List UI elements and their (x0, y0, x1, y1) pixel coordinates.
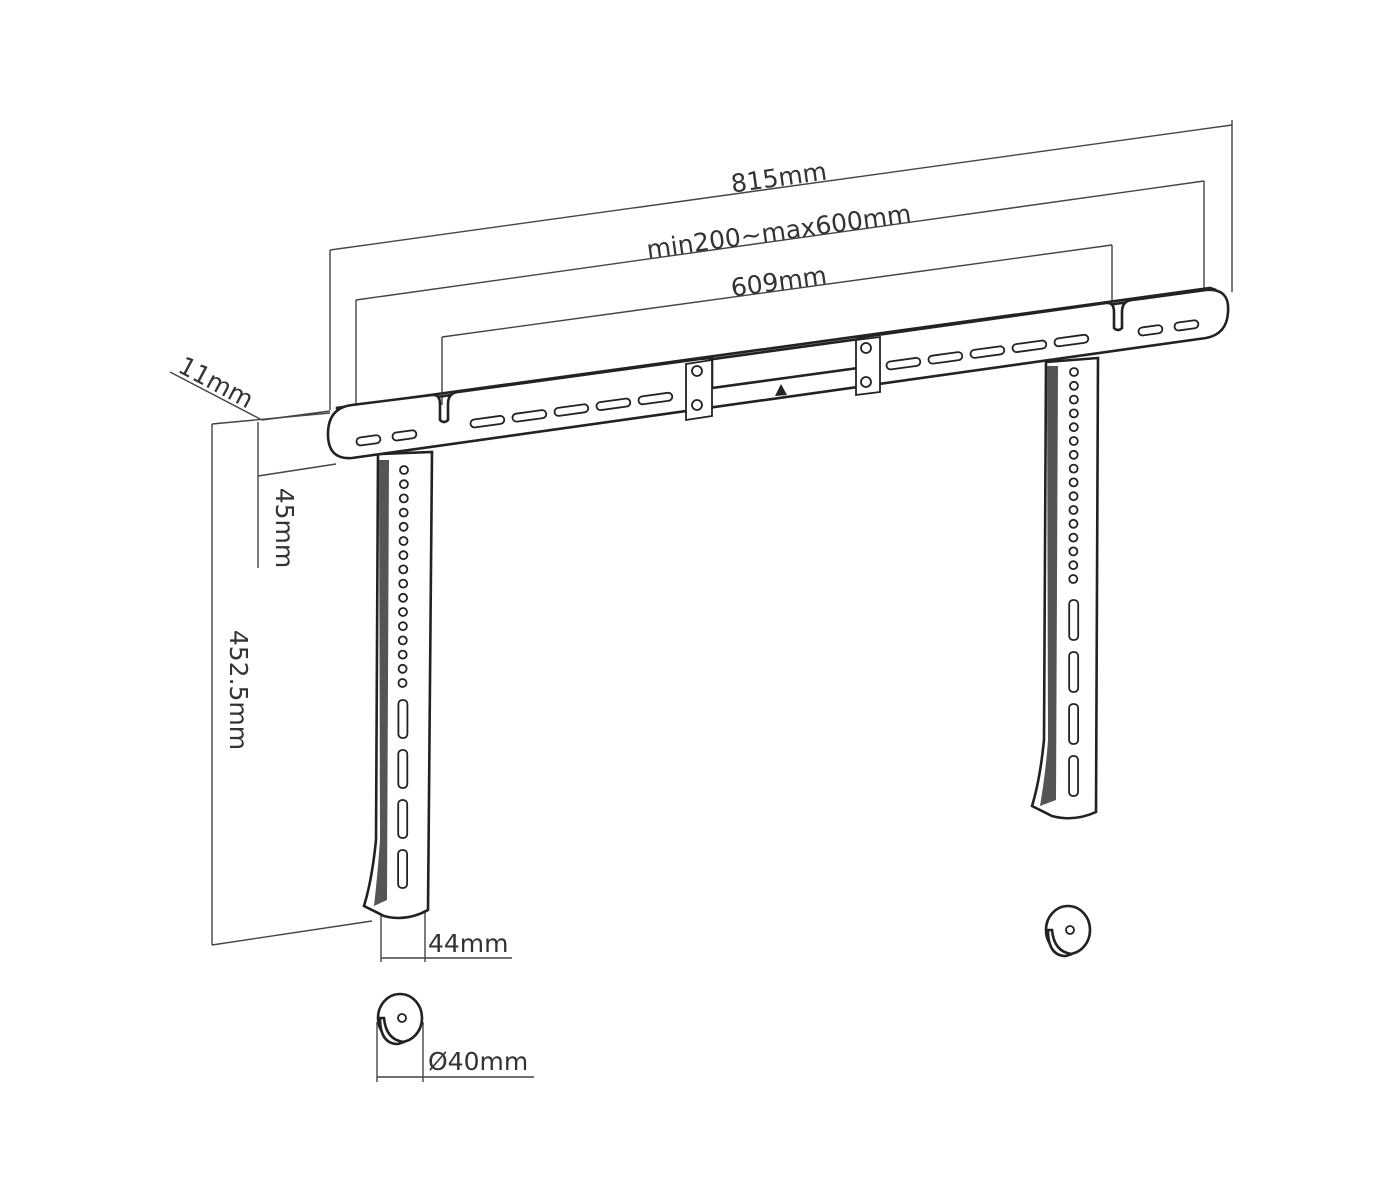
arm-slot (397, 749, 409, 789)
bar-slot (1053, 333, 1090, 348)
spacer-left (376, 992, 424, 1046)
bar-slot (595, 397, 632, 411)
depth-label: 11mm (174, 351, 259, 414)
arm-hole (398, 521, 409, 532)
adjustable-range-label: min200~max600mm (645, 199, 913, 264)
arm-slot (397, 699, 409, 739)
bar-slot (969, 345, 1006, 359)
center-width-label: 609mm (729, 261, 829, 303)
dimension-labels: 815mm min200~max600mm 609mm 11mm 45mm 45… (174, 157, 913, 1076)
arm-hole (1068, 560, 1079, 571)
bar-slot (927, 351, 964, 365)
arm-hole (398, 536, 409, 546)
bar-height-label: 45mm (270, 488, 299, 569)
bar-slot (1137, 324, 1164, 337)
arm-hole (1068, 574, 1079, 584)
spacer-diameter-label: Ø40mm (428, 1047, 528, 1076)
arm-hole (397, 663, 408, 674)
arm-hole (399, 465, 409, 475)
arm-slot (397, 799, 409, 839)
arm-hole (1068, 422, 1079, 433)
arm-hole (397, 649, 408, 660)
arm-hole (398, 564, 409, 575)
arm-hole (398, 550, 409, 561)
left-arm (362, 450, 434, 920)
arm-hole (398, 507, 409, 518)
arm-hole (398, 592, 409, 603)
bar-slot (553, 403, 590, 417)
arm-hole (1069, 380, 1079, 391)
arm-slot (1068, 755, 1079, 797)
bar-slot (391, 429, 418, 442)
bar-slot (511, 409, 548, 423)
overall-width-label: 815mm (729, 157, 829, 199)
left-arm-holes (397, 465, 409, 889)
right-arm (1030, 356, 1100, 820)
arm-hole (1069, 394, 1079, 405)
arm-hole (398, 493, 409, 504)
bar-slot (469, 414, 506, 429)
main-bar (326, 286, 1230, 460)
arm-hole (1068, 408, 1079, 419)
arm-hole (397, 621, 408, 632)
arm-hole (1068, 449, 1079, 460)
bar-slots (355, 319, 1200, 447)
spacer-right (1044, 904, 1092, 958)
arm-hole (397, 635, 408, 646)
arm-hole (398, 479, 409, 490)
arm-hole (398, 607, 408, 617)
arm-slot (1068, 651, 1080, 693)
bar-slot (885, 356, 922, 371)
arm-hole (398, 578, 409, 589)
arm-hole (1068, 546, 1079, 557)
arm-hole (1068, 436, 1079, 446)
arm-slot (1068, 599, 1080, 641)
arm-width-label: 44mm (428, 929, 509, 958)
bar-slot (1011, 339, 1048, 353)
arm-slot (397, 849, 409, 889)
arm-hole (1068, 518, 1079, 529)
arm-hole (1068, 477, 1079, 488)
arm-hole (1068, 463, 1079, 474)
bar-slot (355, 434, 382, 447)
arm-hole (1068, 532, 1079, 543)
arm-slot (1068, 703, 1079, 745)
dimension-lines (169, 120, 1233, 1082)
arm-hole (1068, 505, 1079, 515)
arm-hole (1069, 367, 1079, 377)
right-arm-holes (1068, 367, 1080, 797)
bar-slot (637, 391, 674, 406)
arm-length-label: 452.5mm (224, 630, 253, 750)
arm-hole (397, 678, 408, 688)
bar-slot (1173, 319, 1200, 332)
arm-hole (1068, 491, 1079, 502)
